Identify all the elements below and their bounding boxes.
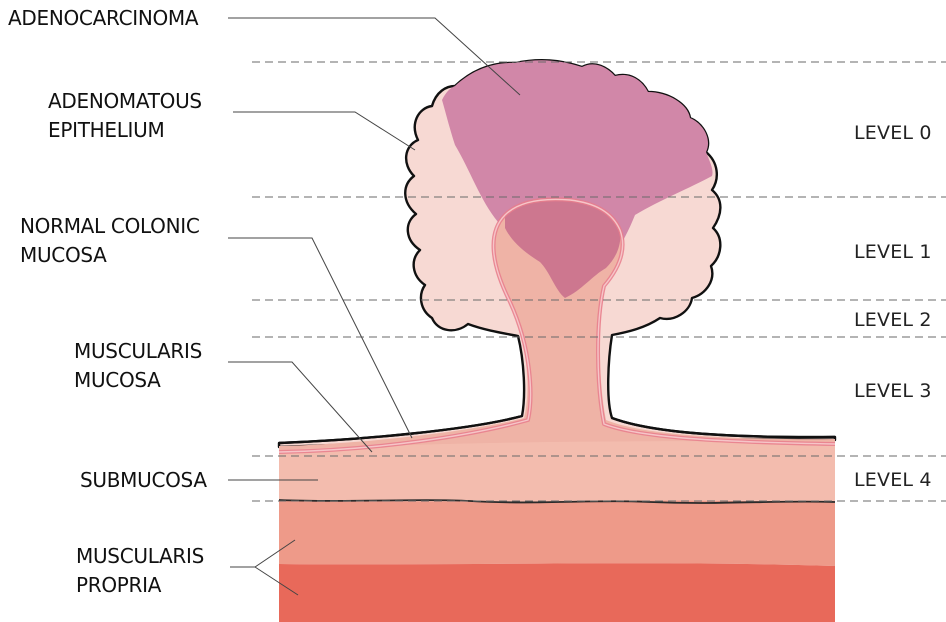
label-adenomatous-line2: EPITHELIUM: [48, 118, 164, 142]
label-musc-propria-line2: PROPRIA: [76, 573, 162, 597]
label-normal-line1: NORMAL COLONIC: [20, 214, 200, 238]
structure-labels: ADENOCARCINOMA ADENOMATOUS EPITHELIUM NO…: [8, 6, 207, 597]
muscularis-propria-layer: [279, 500, 835, 622]
level-labels: LEVEL 0 LEVEL 1 LEVEL 2 LEVEL 3 LEVEL 4: [854, 122, 932, 491]
label-level-1: LEVEL 1: [854, 241, 932, 263]
label-adenocarcinoma: ADENOCARCINOMA: [8, 6, 199, 30]
label-adenomatous-line1: ADENOMATOUS: [48, 89, 202, 113]
label-level-4: LEVEL 4: [854, 469, 932, 491]
label-level-0: LEVEL 0: [854, 122, 932, 144]
label-musc-mucosa-line2: MUCOSA: [74, 368, 161, 392]
label-level-3: LEVEL 3: [854, 380, 932, 402]
label-level-2: LEVEL 2: [854, 309, 932, 331]
label-musc-propria-line1: MUSCULARIS: [76, 544, 204, 568]
label-submucosa: SUBMUCOSA: [80, 468, 207, 492]
label-musc-mucosa-line1: MUSCULARIS: [74, 339, 202, 363]
label-normal-line2: MUCOSA: [20, 243, 107, 267]
